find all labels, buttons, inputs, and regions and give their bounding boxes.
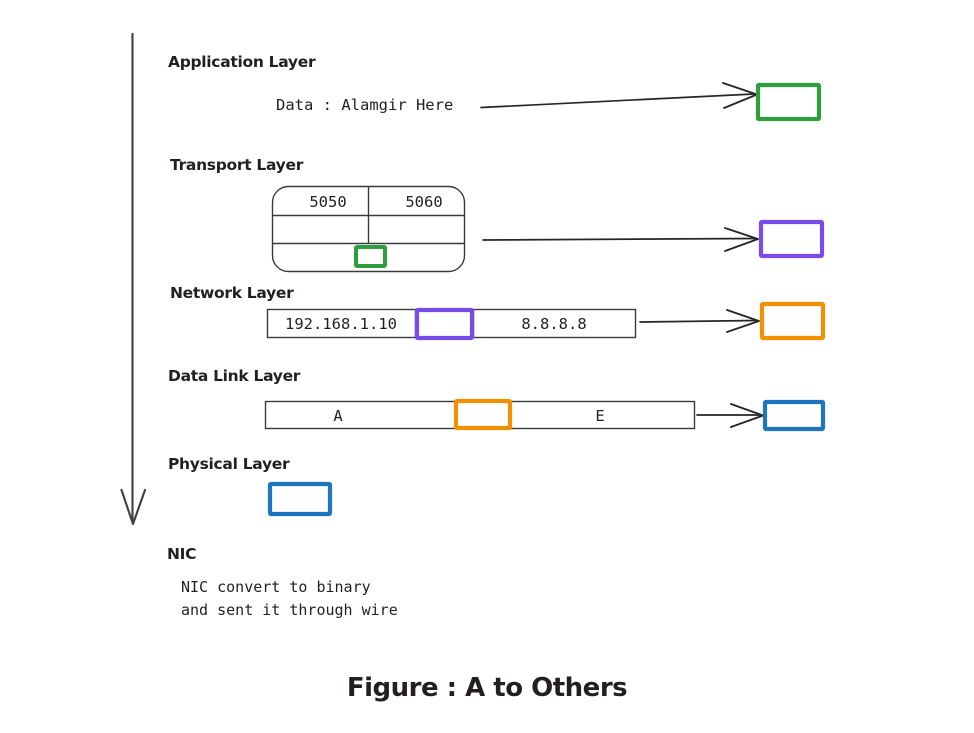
downward-flow-arrow <box>120 33 147 526</box>
application-layer-heading: Application Layer <box>168 53 316 71</box>
physical-layer-heading: Physical Layer <box>168 455 290 473</box>
transport-destination-port: 5060 <box>405 193 442 211</box>
network-embedded-segment-box <box>414 307 475 341</box>
data-link-layer-arrow <box>696 403 764 428</box>
nic-group: NIC NIC convert to binary and sent it th… <box>167 545 398 619</box>
data-link-frame-destination-cell <box>509 400 696 430</box>
transport-layer-arrow <box>482 227 759 252</box>
transport-embedded-data-box <box>354 245 387 268</box>
transport-layer-heading: Transport Layer <box>170 156 304 174</box>
transport-source-port: 5050 <box>309 193 346 211</box>
transport-layer-group: Transport Layer 5050 5060 <box>170 156 825 273</box>
network-destination-ip: 8.8.8.8 <box>521 315 586 333</box>
nic-note-line-1: NIC convert to binary <box>181 578 371 596</box>
data-link-frame-source-cell <box>264 400 457 430</box>
data-link-destination-mac: E <box>595 407 604 425</box>
transport-layer-output-box <box>758 219 825 259</box>
physical-layer-bits-box <box>267 481 333 517</box>
application-layer-arrow <box>480 82 758 109</box>
nic-note-line-2: and sent it through wire <box>181 601 398 619</box>
application-layer-output-box <box>755 82 822 122</box>
network-layer-output-box <box>759 301 826 341</box>
network-packet-destination-cell <box>472 308 637 339</box>
network-layer-group: Network Layer 192.168.1.10 8.8.8.8 <box>170 284 826 341</box>
application-layer-group: Application Layer Data : Alamgir Here <box>168 53 822 122</box>
data-link-layer-output-box <box>762 399 826 432</box>
figure-caption: Figure : A to Others <box>347 673 627 703</box>
data-link-embedded-packet-box <box>453 398 513 431</box>
network-layer-heading: Network Layer <box>170 284 294 302</box>
nic-heading: NIC <box>167 545 196 563</box>
data-link-source-mac: A <box>333 407 343 425</box>
physical-layer-group: Physical Layer <box>168 455 333 517</box>
data-link-layer-heading: Data Link Layer <box>168 367 301 385</box>
network-packet-source-cell <box>266 308 417 339</box>
network-layer-arrow <box>639 309 760 333</box>
application-layer-payload-text: Data : Alamgir Here <box>276 96 453 114</box>
data-link-layer-group: Data Link Layer A E <box>168 367 826 432</box>
network-source-ip: 192.168.1.10 <box>285 315 397 333</box>
